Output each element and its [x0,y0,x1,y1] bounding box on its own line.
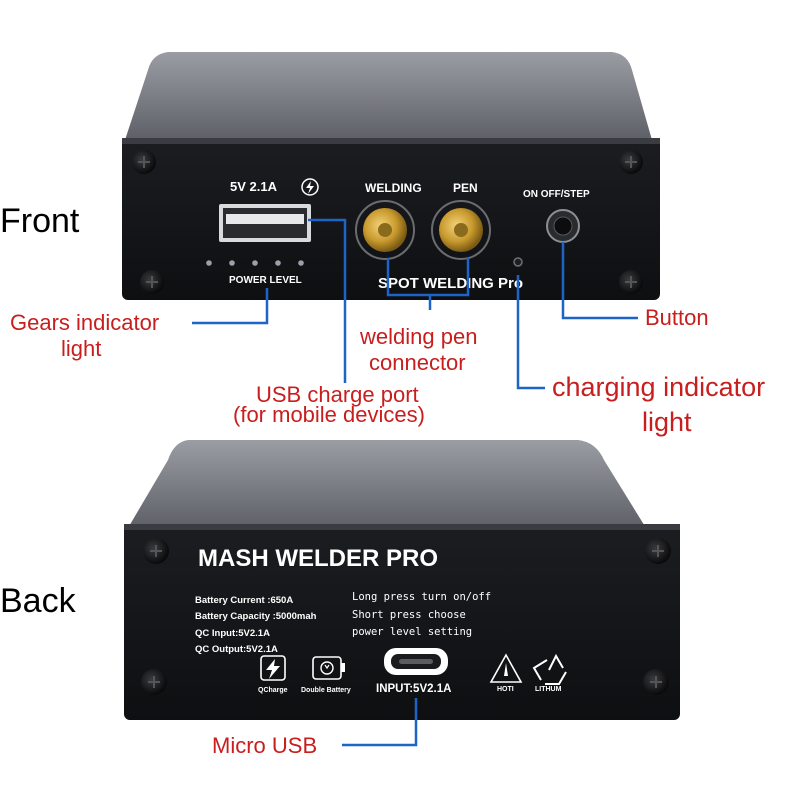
callout-lines [192,218,638,747]
hoti-warning-icon [489,653,523,683]
instruction-list: Long press turn on/off Short press choos… [352,591,491,638]
back-housing-top [128,440,646,528]
usb-callout-text: (for mobile devices) [233,402,425,427]
charging-callout-text: light [642,407,692,437]
callouts: Gears indicator light USB charge port (f… [10,305,765,758]
micro-usb-callout-text: Micro USB [212,733,317,758]
recycle-icon [532,653,567,685]
front-label: Front [0,202,80,240]
gears-callout-text: Gears indicator [10,310,159,335]
back-label: Back [0,582,77,620]
usb-callout-line [308,218,347,383]
pen-label: PEN [453,181,478,195]
screw-icon [141,669,167,695]
lightning-icon [301,178,319,196]
double-battery-icon [312,656,345,680]
charging-callout-text: charging indicator [552,372,765,402]
icon-label: LITHUM [535,686,562,693]
pen-callout-text: welding pen [359,324,477,349]
spec-line: QC Output:5V2.1A [195,644,278,655]
charging-indicator-led [513,257,523,267]
welding-pen-connector[interactable] [355,200,415,260]
screw-icon [619,150,643,174]
button-callout-line [561,242,638,320]
front-unit: 5V 2.1A POWER LEVEL WELDING PEN [122,52,660,300]
welding-pen-connector[interactable] [431,200,491,260]
instruction-line: Short press choose [352,609,466,621]
back-panel [124,524,680,720]
instruction-line: power level setting [352,626,472,638]
gears-callout-line [192,288,269,325]
pen-callout-line [386,258,470,297]
mash-welder-title: MASH WELDER PRO [198,545,438,572]
charging-callout-line [516,275,545,390]
power-level-label: POWER LEVEL [229,275,302,286]
icon-label: HOTI [497,686,514,693]
front-housing-top [125,52,652,140]
micro-usb-port[interactable] [384,648,448,675]
spec-line: Battery Capacity :5000mah [195,611,317,622]
usb-rating-label: 5V 2.1A [230,179,278,194]
back-unit: MASH WELDER PRO Battery Current :650A Ba… [124,440,680,720]
micro-usb-callout-line [342,698,418,747]
usb-callout-text: USB charge port [256,382,419,407]
screw-icon [140,270,164,294]
pen-callout-text: connector [369,350,466,375]
spec-list: Battery Current :650A Battery Capacity :… [195,595,317,655]
power-level-leds [206,260,304,266]
welding-label: WELDING [365,181,422,195]
screw-icon [619,270,643,294]
instruction-line: Long press turn on/off [352,591,491,603]
screw-icon [643,669,669,695]
usb-port[interactable] [219,204,311,242]
screw-icon [132,150,156,174]
spec-line: QC Input:5V2.1A [195,628,270,639]
power-button[interactable] [546,209,580,243]
spot-welding-brand: SPOT WELDING Pro [378,275,523,292]
spec-line: Battery Current :650A [195,595,293,606]
icon-label: QCharge [258,687,288,694]
screw-icon [645,538,671,564]
screw-icon [143,538,169,564]
icon-label: Double Battery [301,687,351,694]
input-label: INPUT:5V2.1A [376,683,451,695]
qcharge-icon [260,655,286,681]
gears-callout-text: light [61,336,101,361]
button-callout-text: Button [645,305,709,330]
on-off-step-label: ON OFF/STEP [523,189,590,200]
